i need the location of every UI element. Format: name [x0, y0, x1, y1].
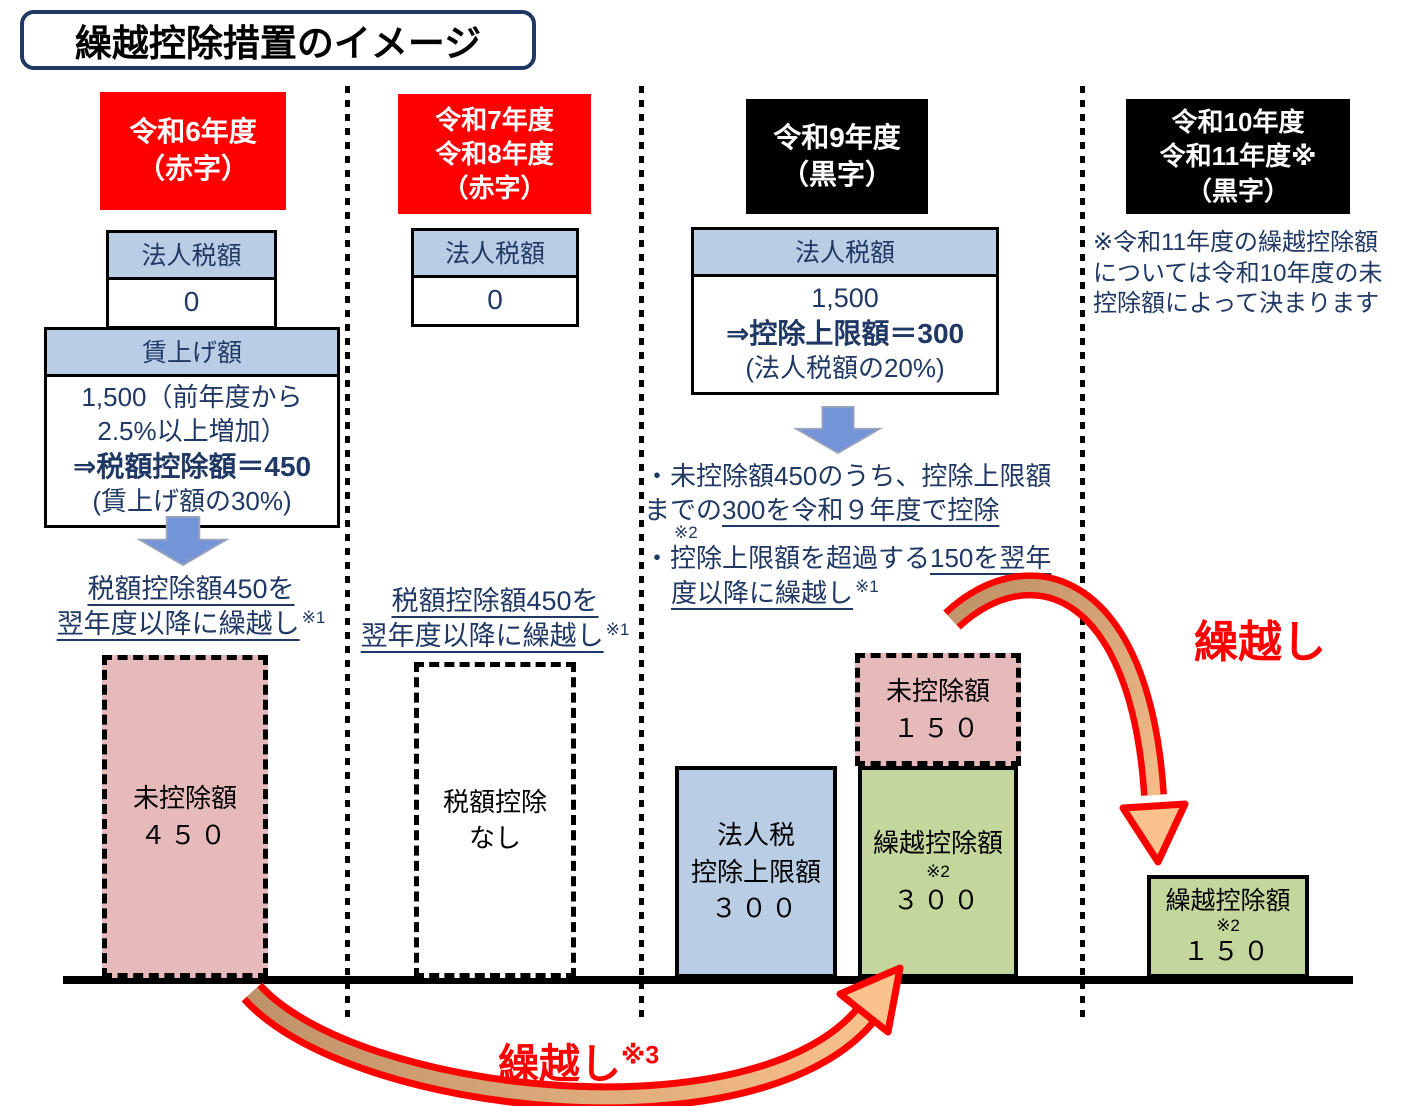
col1-bar-value: ４５０ [139, 819, 230, 850]
col3-bullet2-ref: ※1 [855, 577, 879, 597]
col1-corporate-tax-value: 0 [183, 286, 200, 317]
col4-year-line1: 令和10年度 [1171, 107, 1305, 138]
col2-year-line2: 令和8年度 [435, 138, 554, 169]
carryover-label-right: 繰越し [1194, 618, 1326, 667]
carryover-label-bottom-ref: ※3 [621, 1041, 660, 1070]
col1-undeducted-bar: 未控除額 ４５０ [102, 655, 268, 978]
col2-carry-ref: ※1 [605, 620, 630, 640]
col3-year-line2: （黒字） [780, 158, 893, 190]
page-title: 繰越控除措置のイメージ [74, 23, 482, 64]
col1-wage-line4: (賃上げ額の30%) [92, 485, 292, 516]
col3-carryover-deduction-bar: 繰越控除額 ※2 ３００ [858, 766, 1018, 978]
col1-carryover-note: 税額控除額450を 翌年度以降に繰越し※1 [35, 572, 347, 642]
col4-year-header: 令和10年度 令和11年度※ （黒字） [1126, 99, 1350, 214]
col3-blue-bar-line1: 法人税 [716, 820, 795, 851]
col3-bullet-notes: ・未控除額450のうち、控除上限額 までの300を令和９年度で控除 ※2 ・控除… [644, 459, 1092, 610]
carryover-label-bottom-text: 繰越し [498, 1041, 621, 1087]
col3-green-bar-ref: ※2 [926, 861, 950, 881]
col3-tax-line2: ⇒控除上限額＝300 [725, 318, 965, 350]
col4-note-line2: については令和10年度の未 [1093, 259, 1383, 287]
col2-corporate-tax-label: 法人税額 [414, 231, 576, 278]
col1-wage-line3: ⇒税額控除額＝450 [72, 450, 312, 482]
col3-blue-bar-value: ３００ [710, 893, 801, 924]
col3-tax-cap-bar: 法人税 控除上限額 ３００ [675, 766, 837, 978]
col2-carry-line2: 翌年度以降に繰越し※1 [360, 620, 630, 652]
col1-bar-label: 未控除額 [132, 783, 237, 814]
col1-wage-line1: 1,500（前年度から [81, 382, 303, 412]
col1-year-line2: （赤字） [136, 153, 249, 184]
col2-carryover-note: 税額控除額450を 翌年度以降に繰越し※1 [343, 584, 647, 654]
col4-year-line3: （黒字） [1185, 175, 1290, 206]
col3-tax-line3: (法人税額の20%) [745, 353, 945, 384]
col1-year-header: 令和6年度 （赤字） [100, 92, 286, 210]
col4-bar-ref: ※2 [1216, 915, 1240, 935]
col3-down-arrow-icon [792, 406, 884, 454]
col3-undeducted-bar: 未控除額 １５０ [855, 653, 1021, 766]
col1-wage-increase-box: 賃上げ額 1,500（前年度から 2.5%以上増加） ⇒税額控除額＝450 (賃… [44, 327, 340, 528]
col4-footnote: ※令和11年度の繰越控除額 については令和10年度の未 控除額によって決まります [1093, 228, 1399, 320]
col2-no-deduction-bar: 税額控除 なし [414, 662, 576, 978]
col1-wage-increase-body: 1,500（前年度から 2.5%以上増加） ⇒税額控除額＝450 (賃上げ額の3… [47, 377, 337, 525]
col3-year-header: 令和9年度 （黒字） [746, 99, 928, 214]
col4-bar-label: 繰越控除額 [1165, 886, 1291, 915]
col3-green-bar-label: 繰越控除額 [872, 828, 1003, 859]
column-separator-3 [1080, 86, 1085, 1022]
baseline-axis [63, 976, 1353, 984]
col3-tax-line1: 1,500 [811, 283, 879, 313]
col4-note-line3: 控除額によって決まります [1093, 290, 1380, 318]
col3-pink-bar-value: １５０ [892, 712, 983, 743]
col3-corporate-tax-body: 1,500 ⇒控除上限額＝300 (法人税額の20%) [694, 277, 996, 392]
column-separator-1 [345, 86, 350, 1022]
col3-corporate-tax-box: 法人税額 1,500 ⇒控除上限額＝300 (法人税額の20%) [691, 227, 999, 396]
col2-year-line3: （赤字） [442, 173, 547, 204]
title-box: 繰越控除措置のイメージ [20, 10, 536, 70]
col1-carry-ref: ※1 [301, 608, 326, 628]
col1-carry-line2: 翌年度以降に繰越し※1 [56, 608, 326, 640]
col1-year-line1: 令和6年度 [129, 116, 257, 148]
col3-bullet1-line1: ・未控除額450のうち、控除上限額 [644, 461, 1052, 491]
col3-green-bar-value: ３００ [892, 885, 983, 916]
col3-blue-bar-line2: 控除上限額 [690, 856, 821, 887]
col3-pink-bar-label: 未控除額 [885, 676, 990, 707]
col3-bullet1-ref: ※2 [674, 522, 698, 542]
col3-bullet2-line2: 度以降に繰越し※1 [671, 577, 879, 608]
col1-down-arrow-icon [137, 516, 229, 566]
col4-carryover-deduction-bar: 繰越控除額 ※2 １５０ [1147, 875, 1309, 978]
col3-bullet2-line1: ・控除上限額を超過する150を翌年 [644, 543, 1052, 574]
column-separator-2 [639, 86, 644, 1022]
col2-year-header: 令和7年度 令和8年度 （赤字） [398, 94, 591, 214]
col1-corporate-tax-box: 法人税額 0 [106, 230, 277, 330]
col2-corporate-tax-box: 法人税額 0 [411, 228, 579, 328]
col4-bar-value: １５０ [1182, 936, 1273, 967]
col3-year-line1: 令和9年度 [773, 121, 901, 153]
col2-corporate-tax-value: 0 [487, 284, 503, 315]
col1-wage-increase-label: 賃上げ額 [47, 330, 337, 377]
col1-carry-line1: 税額控除額450を [87, 574, 295, 604]
col2-bar-line2: なし [468, 823, 521, 853]
col4-year-line2: 令和11年度※ [1159, 141, 1317, 172]
col2-year-line1: 令和7年度 [435, 104, 554, 135]
col1-wage-line2: 2.5%以上増加） [97, 415, 287, 446]
carryover-label-bottom: 繰越し※3 [498, 1030, 659, 1090]
col2-bar-line1: 税額控除 [442, 786, 547, 817]
col4-note-line1: ※令和11年度の繰越控除額 [1093, 229, 1379, 256]
col1-corporate-tax-label: 法人税額 [109, 233, 274, 280]
col2-carry-line1: 税額控除額450を [391, 586, 599, 616]
col3-corporate-tax-label: 法人税額 [694, 230, 996, 277]
col3-bullet1-line2: までの300を令和９年度で控除 [644, 495, 1000, 526]
